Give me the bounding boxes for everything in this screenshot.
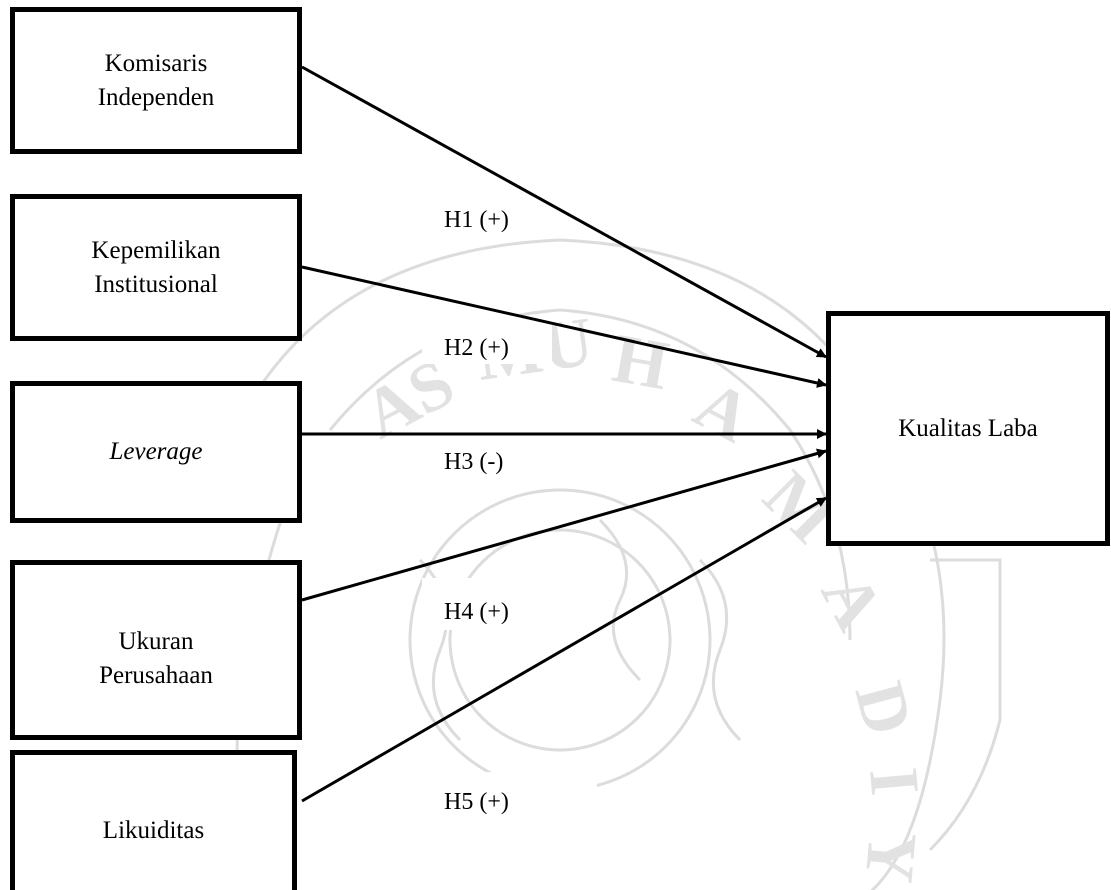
kepemilikan-label-line2: Institusional bbox=[94, 270, 218, 298]
arrow-h2 bbox=[301, 265, 827, 388]
arrow-h5 bbox=[301, 496, 827, 803]
ukuran-label-line1: Ukuran bbox=[118, 628, 194, 656]
arrow-h4 bbox=[301, 448, 827, 602]
hypothesis-h3-label: H3 (-) bbox=[444, 449, 504, 475]
hypothesis-h4-label: H4 (+) bbox=[444, 599, 509, 625]
arrow-h1 bbox=[301, 65, 827, 359]
h2-label-bg bbox=[422, 316, 552, 364]
hypothesis-h1-label: H1 (+) bbox=[444, 207, 509, 233]
hypothesis-h2-label: H2 (+) bbox=[444, 335, 509, 361]
kepemilikan-label-line1: Kepemilikan bbox=[91, 236, 221, 264]
kualitas-laba-label: Kualitas Laba bbox=[898, 414, 1038, 442]
h4-label-bg bbox=[422, 578, 552, 630]
svg-text:H: H bbox=[607, 320, 674, 405]
box-kualitas-laba: Kualitas Laba bbox=[826, 311, 1110, 546]
box-leverage: Leverage bbox=[10, 381, 302, 523]
box-komisaris-independen: Komisaris Independen bbox=[10, 7, 302, 154]
komisaris-label-line1: Komisaris bbox=[104, 49, 208, 77]
box-likuiditas: Likuiditas bbox=[10, 750, 297, 890]
svg-text:Y: Y bbox=[850, 829, 931, 886]
h5-label-bg bbox=[422, 772, 597, 832]
leverage-label: Leverage bbox=[109, 438, 203, 466]
likuiditas-label: Likuiditas bbox=[102, 816, 205, 844]
ukuran-label-line2: Perusahaan bbox=[99, 662, 213, 689]
hypothesis-h5-label: H5 (+) bbox=[444, 789, 509, 815]
komisaris-label-line2: Independen bbox=[97, 83, 215, 111]
box-ukuran-perusahaan: Ukuran Perusahaan bbox=[10, 560, 302, 740]
box-kepemilikan-institusional: Kepemilikan Institusional bbox=[10, 194, 302, 341]
svg-text:I: I bbox=[854, 765, 933, 799]
